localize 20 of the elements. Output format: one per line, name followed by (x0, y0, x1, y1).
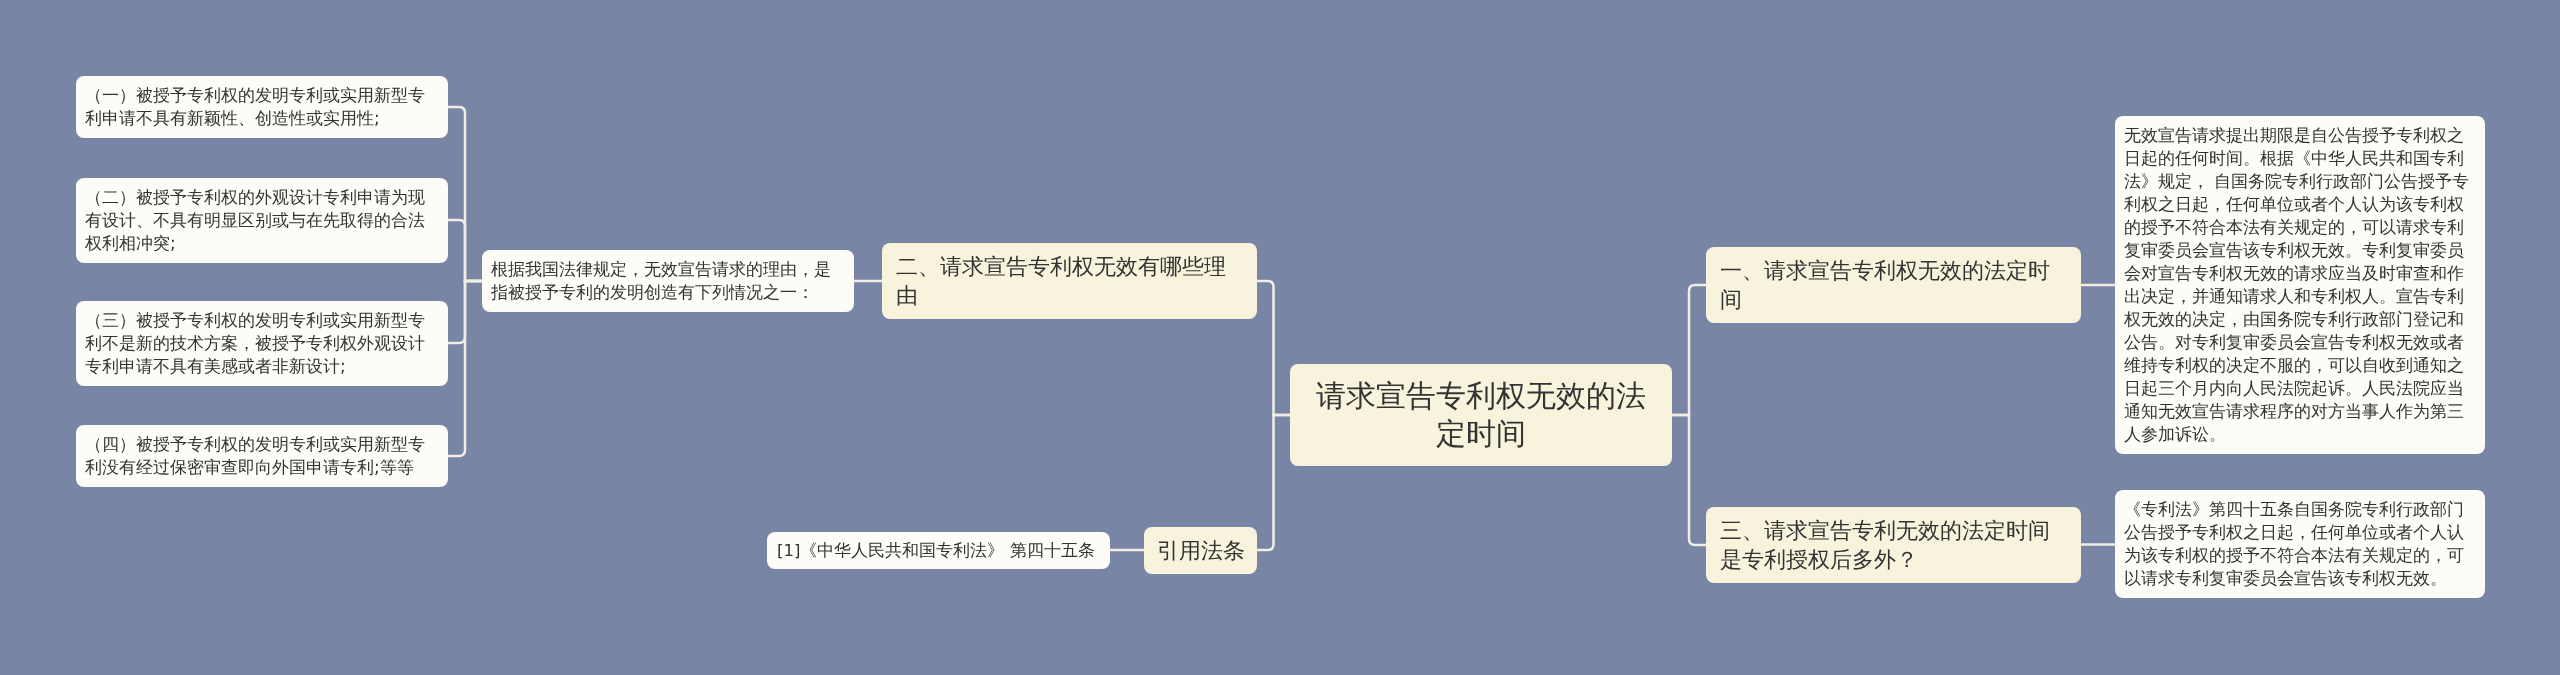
topic-box: 三、请求宣告专利无效的法定时间是专利授权后多外？ (1706, 507, 2081, 583)
note-box: 无效宣告请求提出期限是自公告授予专利权之日起的任何时间。根据《中华人民共和国专利法》规定， 自国务院专利行政部门公告授予专利权之日起，任何单位或者个人认为该专利权的授予不符合本法有关规定的，可以请求专利复审委员会宣告该专利权无效。专利复审委员会对宣告专利权无效的请求应当及时审查和作出决定，并通知请求人和专利权人。宣告专利权无效的决定，由国务院专利行政部门登记和公告。对专利复审委员会宣告专利权无效或者维持专利权的决定不服的，可以自收到通知之日起三个月内向人民法院起诉。人民法院应当通知无效宣告请求程序的对方当事人作为第三人参加诉讼。 (2115, 116, 2485, 454)
connector-line (1672, 413, 1706, 547)
note-box: [1]《中华人民共和国专利法》 第四十五条 (767, 531, 1110, 569)
note-box: 《专利法》第四十五条自国务院专利行政部门公告授予专利权之日起，任何单位或者个人认为该专利权的授予不符合本法有关规定的，可以请求专利复审委员会宣告该专利权无效。 (2115, 490, 2485, 598)
topic-box: 二、请求宣告专利权无效有哪些理由 (882, 243, 1257, 319)
connector-line (2081, 283, 2115, 287)
central-topic-box: 请求宣告专利权无效的法定时间 (1290, 364, 1672, 466)
note-box: （二）被授予专利权的外观设计专利申请为现有设计、不具有明显区别或与在先取得的合法权利相冲突; (76, 177, 448, 263)
connector-line (1257, 413, 1290, 552)
note-box: 根据我国法律规定，无效宣告请求的理由，是指被授予专利的发明创造有下列情况之一： (482, 250, 854, 312)
connector-line (448, 279, 482, 458)
connector-line (1110, 548, 1144, 552)
note-box: （四）被授予专利权的发明专利或实用新型专利没有经过保密审查即向外国申请专利;等等 (76, 425, 448, 487)
topic-box: 一、请求宣告专利权无效的法定时间 (1706, 247, 2081, 323)
note-box: （三）被授予专利权的发明专利或实用新型专利不是新的技术方案，被授予专利权外观设计专利申请不具有美感或者非新设计; (76, 300, 448, 386)
note-box: （一）被授予专利权的发明专利或实用新型专利申请不具有新颖性、创造性或实用性; (76, 76, 448, 138)
connector-line (854, 279, 882, 283)
connector-line (2081, 543, 2115, 546)
topic-box: 引用法条 (1144, 526, 1257, 574)
